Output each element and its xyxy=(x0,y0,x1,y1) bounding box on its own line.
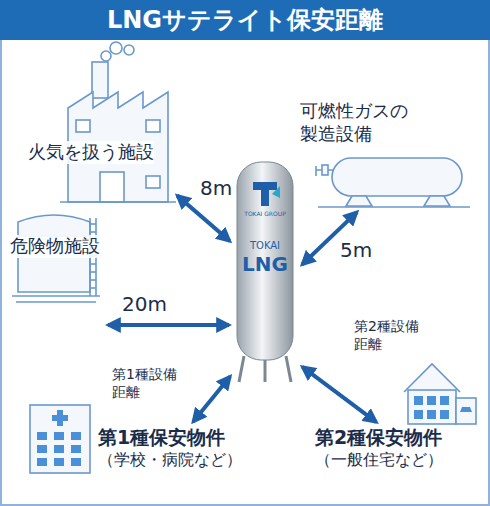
hazard-tank-icon xyxy=(12,295,100,297)
hospital-icon xyxy=(30,405,90,473)
hazard-tank-icon xyxy=(16,301,96,303)
lng-tank: TOKAI GROUP TOKAILNG xyxy=(232,160,300,385)
window xyxy=(37,445,47,453)
window xyxy=(37,458,47,466)
gas-plant-icon xyxy=(424,196,450,206)
house-icon xyxy=(440,396,449,405)
title-text: LNGサテライト保安距離 xyxy=(107,5,383,35)
house-icon xyxy=(414,410,423,419)
node-label: 可燃性ガスの製造設備 xyxy=(300,100,412,145)
hospital-icon xyxy=(52,410,68,426)
ladder-rung xyxy=(90,287,96,289)
house-icon xyxy=(404,364,460,392)
ladder-rung xyxy=(90,271,96,273)
house-icon xyxy=(460,407,472,412)
gas-plant-icon xyxy=(322,165,328,175)
factory-icon xyxy=(100,172,124,202)
factory-icon xyxy=(92,62,108,98)
factory-icon xyxy=(124,45,134,55)
distance-arrow xyxy=(177,196,229,241)
window xyxy=(54,445,64,453)
protected-property: 第2種保安物件（一般住宅など） xyxy=(315,424,485,480)
title-band xyxy=(0,0,490,40)
distance-arrow xyxy=(302,367,376,422)
hazard-tank-icon xyxy=(12,215,100,302)
factory-icon xyxy=(146,120,160,132)
house-icon xyxy=(414,396,423,405)
tank-text: TOKAI GROUP xyxy=(232,210,298,218)
distance-label: 5m xyxy=(338,238,374,263)
node-label: 火気を扱う施設 xyxy=(28,141,154,164)
title-bar: LNGサテライト保安距離 xyxy=(0,0,490,40)
house-icon xyxy=(427,396,436,405)
window xyxy=(54,432,64,440)
window xyxy=(71,432,81,440)
node-label: 第2種保安物件 xyxy=(315,426,442,450)
factory-icon xyxy=(110,42,122,54)
house-icon xyxy=(408,390,456,424)
distance-arrow xyxy=(108,323,229,327)
node-label: 第1種保安物件 xyxy=(98,426,225,450)
window xyxy=(37,432,47,440)
tank-text: LNG xyxy=(232,252,298,277)
distance-label: 第1種設備 距離 xyxy=(110,366,186,401)
protected-property: 第1種保安物件（学校・病院など） xyxy=(98,424,268,480)
distance-arrow xyxy=(193,377,230,422)
facility-label: 可燃性ガスの製造設備 xyxy=(300,100,475,210)
ladder-rung xyxy=(90,279,96,281)
node-label: 危険物施設 xyxy=(10,235,100,258)
logo-mark xyxy=(272,186,280,198)
hospital-icon xyxy=(30,405,90,473)
facility-label: 火気を扱う施設 xyxy=(28,55,175,205)
window xyxy=(71,445,81,453)
ladder-rung xyxy=(90,231,96,233)
distance-label: 8m xyxy=(198,176,234,201)
house-icon xyxy=(427,410,436,419)
factory-icon xyxy=(60,201,176,203)
house-icon xyxy=(404,364,476,424)
house-icon xyxy=(456,398,476,424)
distance-label: 20m xyxy=(120,292,169,317)
gas-plant-icon xyxy=(318,206,470,208)
factory-icon xyxy=(101,51,111,61)
node-note: （一般住宅など） xyxy=(315,450,443,470)
factory-icon xyxy=(76,120,90,132)
hospital-icon xyxy=(37,432,81,466)
window xyxy=(71,458,81,466)
facility-label: 危険物施設 xyxy=(10,205,105,330)
gas-plant-icon xyxy=(316,166,334,176)
gas-plant-icon xyxy=(332,158,462,196)
factory-icon xyxy=(60,42,176,202)
distance-label: 第2種設備 距離 xyxy=(352,318,428,353)
factory-icon xyxy=(146,176,160,188)
tank-text: TOKAI xyxy=(232,240,298,253)
gas-plant-icon xyxy=(346,196,372,206)
house-icon xyxy=(440,410,449,419)
window xyxy=(54,458,64,466)
ladder-rung xyxy=(90,223,96,225)
gas-plant-icon xyxy=(316,158,470,207)
node-note: （学校・病院など） xyxy=(98,450,242,470)
ladder-rung xyxy=(90,263,96,265)
